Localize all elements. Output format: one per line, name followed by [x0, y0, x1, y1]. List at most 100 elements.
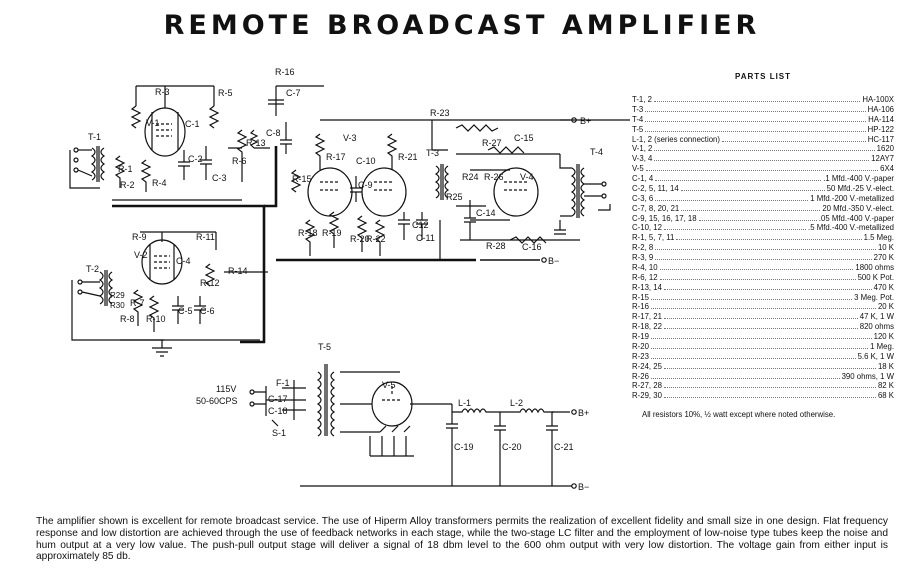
part-value: 68 K	[877, 391, 894, 401]
dot-leader	[654, 150, 875, 152]
dot-leader	[654, 160, 870, 162]
parts-list-row: L-1, 2 (series connection)HC-117	[632, 135, 894, 145]
svg-text:C-5: C-5	[178, 306, 193, 316]
svg-text:R-27: R-27	[482, 138, 502, 148]
svg-text:T-3: T-3	[426, 148, 439, 158]
svg-text:R-15: R-15	[292, 174, 312, 184]
part-designator: C-10, 12	[632, 223, 662, 233]
svg-text:R-2: R-2	[120, 180, 135, 190]
part-designator: R-27, 28	[632, 381, 662, 391]
svg-text:C-21: C-21	[554, 442, 574, 452]
part-designator: T-4	[632, 114, 644, 124]
part-designator: R-13, 14	[632, 282, 662, 292]
part-value: 470 K	[873, 282, 894, 292]
svg-text:R-19: R-19	[322, 228, 342, 238]
svg-text:B+: B+	[578, 408, 589, 418]
svg-text:R-20: R-20	[350, 234, 370, 244]
svg-text:R-5: R-5	[218, 88, 233, 98]
part-value: 1 Mfd.-200 V.-metallized	[810, 193, 894, 203]
part-designator: R-6, 12	[632, 272, 658, 282]
svg-text:R-21: R-21	[398, 152, 418, 162]
part-designator: R-24, 25	[632, 361, 662, 371]
dot-leader	[659, 278, 856, 280]
dot-leader	[663, 367, 876, 369]
svg-text:R30: R30	[110, 301, 125, 310]
svg-text:C-19: C-19	[454, 442, 474, 452]
svg-text:T-1: T-1	[88, 132, 101, 142]
svg-text:R-3: R-3	[155, 87, 170, 97]
svg-text:C-4: C-4	[176, 256, 191, 266]
svg-text:B+: B+	[580, 116, 591, 126]
dot-leader	[655, 249, 876, 251]
page-title: REMOTE BROADCAST AMPLIFIER	[163, 10, 761, 41]
resistor-r3	[130, 105, 142, 129]
stage-v4	[434, 117, 611, 263]
dot-leader	[663, 397, 876, 399]
part-value: 47 K, 1 W	[859, 312, 894, 322]
dot-leader	[663, 288, 872, 290]
part-designator: R-4, 10	[632, 262, 658, 272]
transformer-t4	[559, 154, 611, 218]
part-designator: T-5	[632, 124, 644, 134]
svg-text:R-11: R-11	[196, 232, 215, 242]
svg-text:R-16: R-16	[275, 67, 295, 77]
part-designator: V-3, 4	[632, 154, 653, 164]
part-value: .05 Mfd.-400 V.-paper	[818, 213, 894, 223]
svg-text:R-14: R-14	[228, 266, 248, 276]
part-value: 20 K	[877, 302, 894, 312]
svg-text:R25: R25	[446, 192, 463, 202]
svg-text:V-5: V-5	[382, 380, 396, 390]
part-value: 18 K	[877, 361, 894, 371]
dot-leader	[645, 170, 879, 172]
part-value: HP-122	[867, 124, 894, 134]
part-designator: C-9, 15, 16, 17, 18	[632, 213, 697, 223]
schematic-labels: R-3 R-5 V-1 C-1 R-6 R-13 T-1 R-1 R-2 C-2…	[86, 67, 603, 492]
part-designator: R-18, 22	[632, 322, 662, 332]
svg-text:C-6: C-6	[200, 306, 215, 316]
part-designator: C-2, 5, 11, 14	[632, 183, 679, 193]
stage-v3	[268, 85, 630, 256]
part-value: 3 Meg. Pot.	[854, 292, 894, 302]
part-designator: R-19	[632, 332, 649, 341]
part-designator: R-20	[632, 341, 649, 351]
svg-text:F-1: F-1	[276, 378, 290, 388]
svg-text:C-11: C-11	[416, 233, 435, 243]
part-value: .1 Mfd.-400 V.-paper	[823, 174, 894, 183]
svg-text:R-28: R-28	[486, 241, 506, 251]
stage-v1	[69, 85, 270, 201]
dot-leader	[650, 347, 869, 349]
part-value: HA-106	[867, 104, 894, 114]
svg-text:V-3: V-3	[343, 133, 357, 143]
dot-leader	[663, 229, 807, 231]
part-value: 5.6 K, 1 W	[857, 351, 894, 361]
part-value: 390 ohms, 1 W	[841, 371, 894, 381]
resistor-note: All resistors 10%, ½ watt except where n…	[642, 410, 836, 420]
dot-leader	[721, 140, 866, 142]
transformer-t3	[434, 164, 450, 200]
svg-text:R-1: R-1	[118, 164, 133, 174]
parts-list-row: R-24, 25 18 K	[632, 362, 894, 372]
svg-text:C-16: C-16	[522, 242, 542, 252]
svg-text:R-7: R-7	[130, 298, 145, 308]
parts-list-row: C-9, 15, 16, 17, 18 .05 Mfd.-400 V.-paper	[632, 214, 894, 224]
svg-text:V-1: V-1	[146, 118, 160, 128]
part-designator: R-2, 8	[632, 243, 654, 253]
dot-leader	[676, 239, 862, 241]
part-designator: V-5	[632, 164, 644, 174]
svg-text:C-10: C-10	[356, 156, 376, 166]
part-value: .5 Mfd.-400 V.-metallized	[808, 223, 894, 233]
